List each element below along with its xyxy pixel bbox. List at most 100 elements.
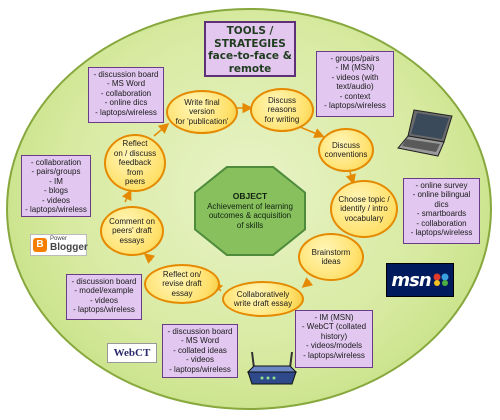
object-heading: OBJECT [232,191,268,201]
tool-item: - smartboards [416,209,467,219]
msn-logo: msn [386,263,454,297]
node-text: essays [119,235,145,245]
node-text: for writing [264,114,300,124]
tool-item: text/audio) [336,82,374,92]
node-text: Brainstorm ideas [311,247,351,267]
tool-item: - online dics [104,98,148,108]
object-line-2: outcomes & acquisition [208,211,292,220]
node-text: Reflect [122,139,148,149]
tool-item: - laptops/wireless [410,228,473,238]
title-box: TOOLS / STRATEGIES face-to-face & remote [204,21,296,77]
tool-item: - laptops/wireless [73,305,135,315]
tool-item: - pairs/groups [31,167,81,177]
node-text: write draft essay [233,299,293,308]
tool-item: - collaboration [100,88,152,98]
tool-item: - collaboration [416,218,467,228]
tool-item: - blogs [43,186,68,196]
tool-item: - discussion board [93,70,159,79]
tool-item: - MS Word [180,336,220,346]
tool-item: - laptops/wireless [324,101,386,111]
router-icon [246,351,298,385]
object-octagon: OBJECT Achievement of learning outcomes … [196,168,304,254]
tool-box-top-left: - discussion board - MS Word - collabora… [88,67,164,123]
tool-item: - videos (with [331,72,379,82]
webct-logo-text: WebCT [113,347,151,359]
node-text: vocabulary [344,213,384,223]
tool-item: - IM [49,176,63,186]
object-line-1: Achievement of learning [207,201,293,211]
node-text: Discuss reasons [267,95,297,115]
tool-item: - videos [185,355,214,365]
tool-box-right: - online survey - online bilingual dics … [403,178,480,244]
tool-box-bottom-right: - IM (MSN) - WebCT (collated history) - … [295,310,373,368]
tool-item: - MS Word [106,79,146,89]
blogger-logo: B Power Blogger [30,234,88,256]
tool-item: history) [320,331,348,341]
arrow-conventions-to-choose [345,171,356,185]
arrow-feedback-to-final [153,123,170,137]
tool-item: - laptops/wireless [169,364,231,374]
tool-item: - online bilingual [412,190,471,200]
title-line-4: remote [228,62,272,75]
tool-item: - videos/models [305,341,363,351]
tool-item: - groups/pairs [330,54,380,63]
laptop-icon [397,109,453,157]
node-text: Write final version [184,97,220,117]
node-text: Discuss [332,140,361,150]
tool-item: - online survey [415,181,468,190]
title-line-2: STRATEGIES [214,37,286,50]
arrow-brainstorm-to-collab [301,277,314,288]
tool-item: - videos [89,295,118,305]
node-text: Choose topic / [338,194,390,204]
tool-item: - collaboration [30,158,82,167]
tool-item: - IM (MSN) [335,63,375,73]
tool-box-top-right: - groups/pairs - IM (MSN) - videos (with… [316,51,394,117]
title-line-3: face-to-face & [208,50,292,62]
tool-item: - discussion board [71,277,137,286]
blogger-big-text: Blogger [50,242,88,253]
node-text: peers [124,177,145,187]
node-text: Comment on [109,216,155,226]
node-text: on / discuss [113,148,157,158]
node-text: conventions [324,150,368,159]
tool-item: - discussion board [167,327,233,336]
object-line-3: of skills [236,220,264,230]
tool-box-left: - collaboration - pairs/groups - IM - bl… [21,155,91,217]
node-text: Reflect on/ [162,269,202,279]
tool-item: - context [339,91,371,101]
node-text: for 'publication' [175,116,229,126]
node-text: feedback from [118,158,152,177]
tool-box-bottom-center: - discussion board - MS Word - collated … [162,324,238,378]
tool-item: - laptops/wireless [25,205,87,215]
tool-item: - collated ideas [173,345,227,355]
tool-item: - model/example [74,286,134,296]
tool-item: - laptops/wireless [95,107,157,117]
arrow-reasons-to-conventions [299,126,325,139]
butterfly-icon [433,273,449,286]
arrow-comment-to-feedback [121,189,132,203]
tool-box-bottom-left: - discussion board - model/example - vid… [66,274,142,320]
node-reflect-revise: Reflect on/revise draft essay [144,264,220,304]
node-brainstorm: Brainstorm ideas [298,233,364,281]
tool-item: - WebCT (collated [301,322,367,332]
tool-item: dics [434,199,449,209]
tool-item: - videos [41,195,70,205]
arrow-reflect-to-comment [143,253,156,264]
blogger-small-text: Power [50,236,68,242]
tool-item: - laptops/wireless [303,350,365,360]
blogger-b-icon: B [33,238,47,252]
node-text: Collaboratively [236,289,290,299]
node-text: peers' draft [112,226,152,236]
title-line-1: TOOLS / [226,25,274,37]
msn-logo-text: msn [391,269,431,291]
tool-item: - IM (MSN) [314,313,354,322]
node-text: revise draft essay [162,279,202,298]
node-text: identify / intro [340,204,388,214]
